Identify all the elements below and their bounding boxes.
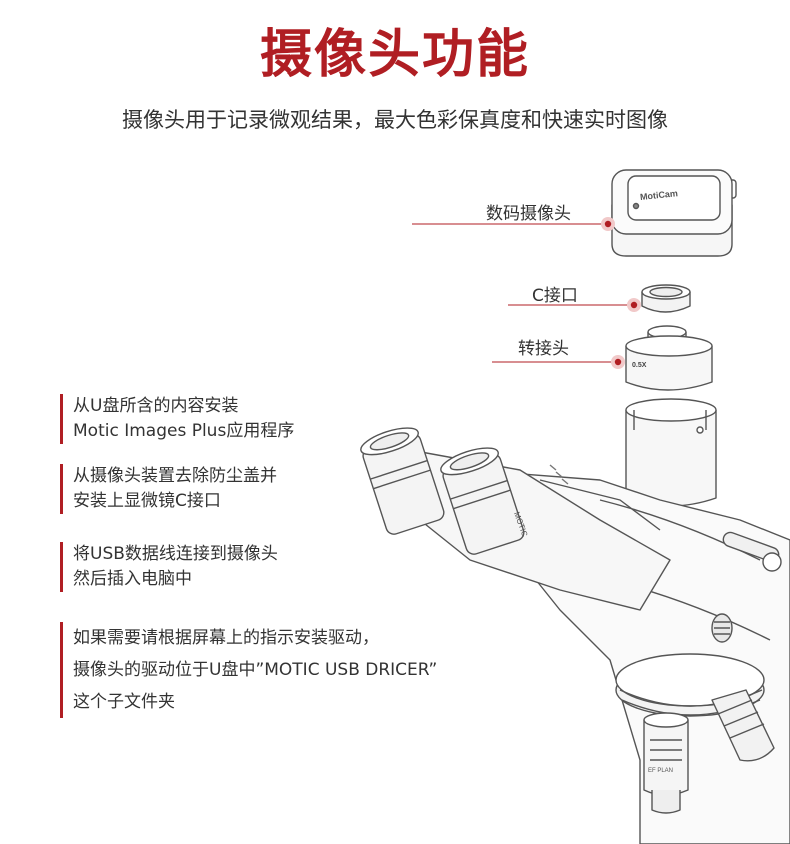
step-1-line-1: 从U盘所含的内容安装 (73, 396, 239, 416)
adapter (625, 325, 713, 391)
trinocular-port (625, 398, 717, 507)
c-mount-ring (641, 284, 691, 313)
step-4-line-1: 如果需要请根据屏幕上的指示安装驱动， (73, 628, 379, 648)
step-3-line-2: 然后插入电脑中 (73, 569, 192, 589)
callout-c-mount: C接口 (532, 286, 578, 306)
step-4-line-2: 摄像头的驱动位于U盘中”MOTIC USB DRICER” (73, 660, 438, 680)
step-3: 将USB数据线连接到摄像头 然后插入电脑中 (60, 542, 278, 592)
callout-digital-camera: 数码摄像头 (486, 204, 571, 224)
adapter-mark: 0.5X (632, 362, 647, 369)
objective-label-mark: EF PLAN (648, 768, 673, 774)
step-4-line-3: 这个子文件夹 (73, 692, 175, 712)
step-1: 从U盘所含的内容安装 Motic Images Plus应用程序 (60, 394, 294, 444)
step-3-line-1: 将USB数据线连接到摄像头 (73, 544, 278, 564)
step-2-line-1: 从摄像头装置去除防尘盖并 (73, 466, 277, 486)
step-2: 从摄像头装置去除防尘盖并 安装上显微镜C接口 (60, 464, 277, 514)
eyepiece-tubes (360, 427, 671, 611)
page-title: 摄像头功能 (259, 24, 530, 85)
step-4: 如果需要请根据屏幕上的指示安装驱动， 摄像头的驱动位于U盘中”MOTIC USB… (60, 622, 437, 718)
camera-brand-mark: MotiCam (639, 188, 678, 202)
callout-leaders (412, 217, 641, 369)
objective-lenses (643, 689, 775, 814)
callout-adapter: 转接头 (518, 339, 569, 359)
page-subtitle: 摄像头用于记录微观结果，最大色彩保真度和快速实时图像 (122, 108, 668, 132)
step-1-line-2: Motic Images Plus应用程序 (73, 421, 295, 441)
step-2-line-2: 安装上显微镜C接口 (73, 491, 221, 511)
digital-camera (611, 169, 737, 257)
